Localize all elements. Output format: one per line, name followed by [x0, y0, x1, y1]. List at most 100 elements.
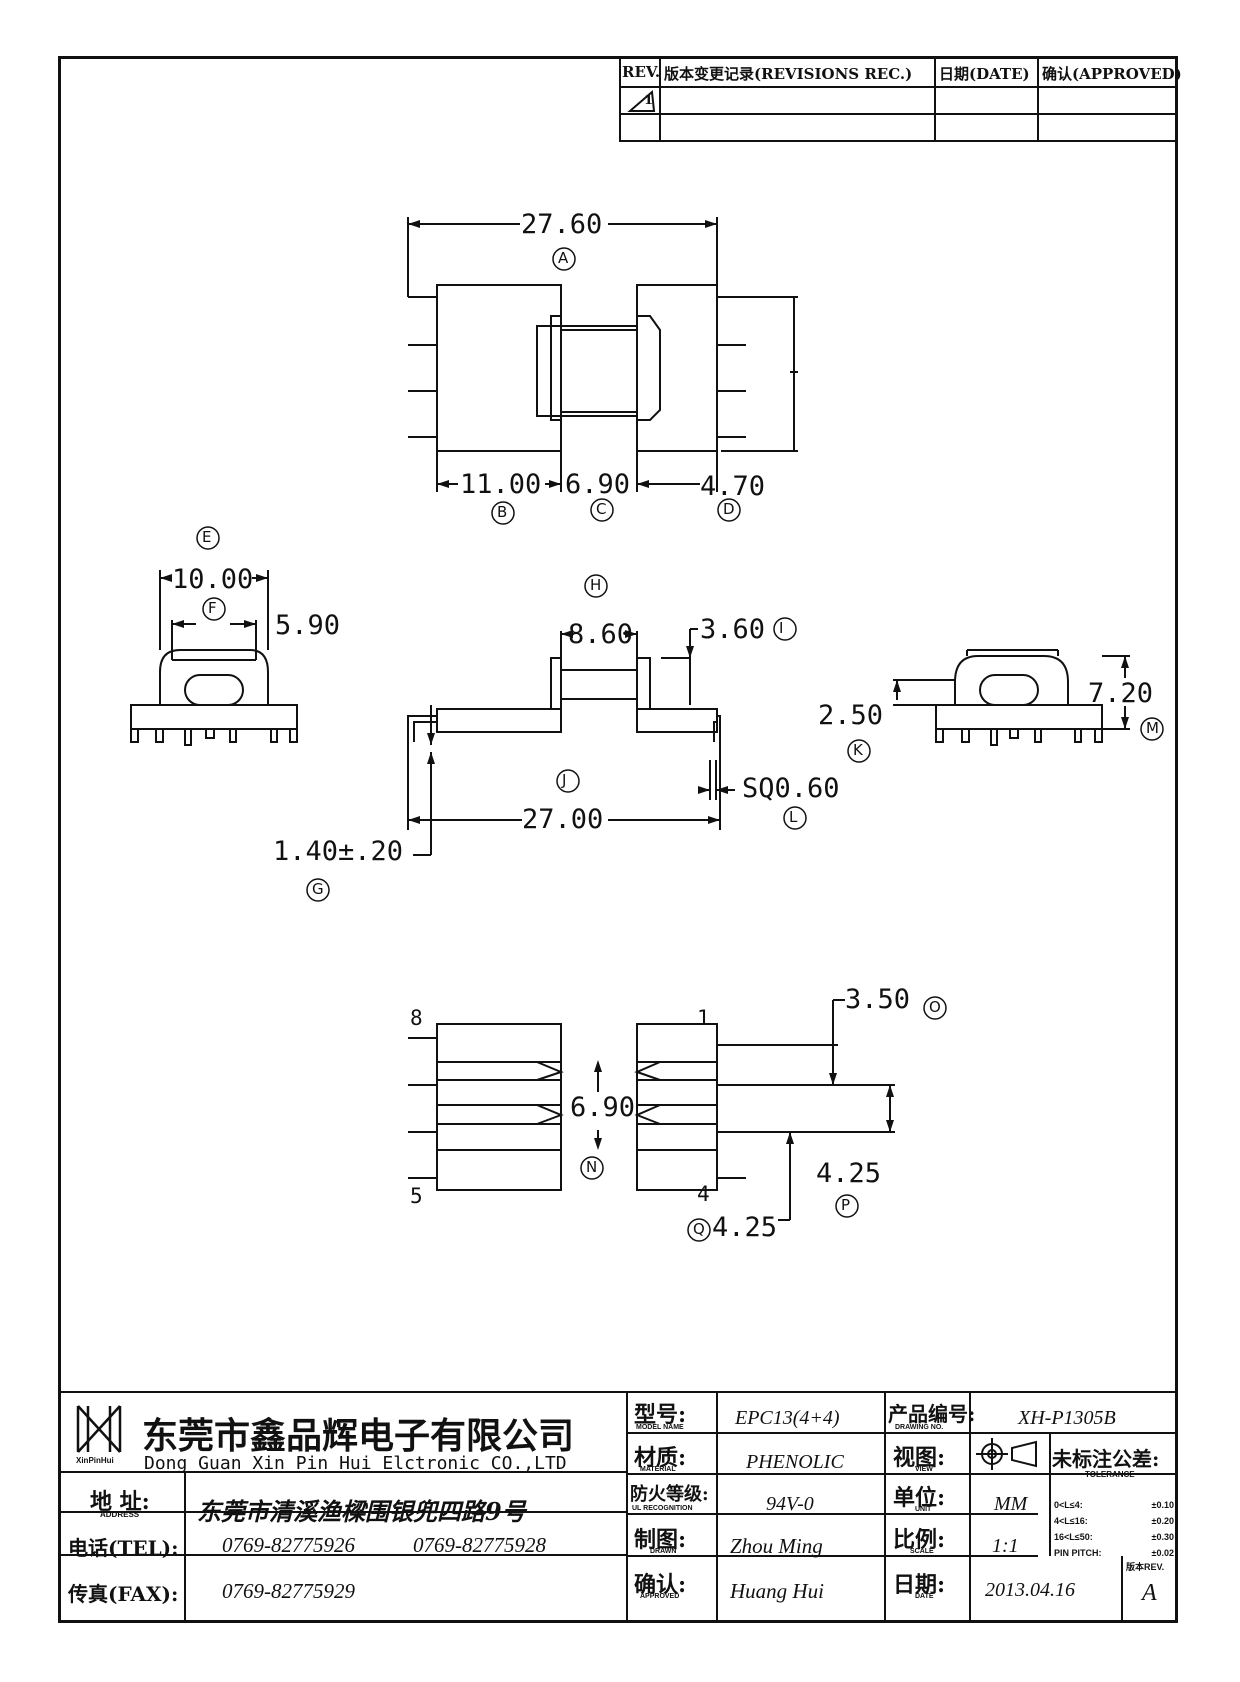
- callout-q: Q: [693, 1220, 705, 1238]
- tolerance-range: 0<L≤4:: [1054, 1500, 1083, 1510]
- unit-label: 单位:: [893, 1485, 946, 1511]
- tolerance-row: 4<L≤16: ±0.20: [1054, 1516, 1174, 1532]
- tolerance-row: PIN PITCH: ±0.02: [1054, 1548, 1174, 1564]
- callout-j: J: [562, 771, 567, 789]
- fax-value: 0769-82775929: [222, 1579, 355, 1603]
- callout-l: L: [789, 808, 798, 826]
- tolerance-value: ±0.20: [1151, 1516, 1174, 1526]
- scale-label-en: SCALE: [910, 1548, 934, 1555]
- approved-value: Huang Hui: [730, 1579, 824, 1603]
- rev-value: A: [1142, 1580, 1157, 1606]
- revision-triangle-icon: [627, 89, 656, 112]
- material-label-en: MATERIAL: [640, 1466, 676, 1473]
- drawn-label-en: DRAWN: [650, 1548, 677, 1555]
- tolerance-range: PIN PITCH:: [1054, 1548, 1102, 1558]
- approved-header: 确认(APPROVED): [1042, 65, 1182, 83]
- company-logo-icon: [76, 1405, 122, 1453]
- drawn-value: Zhou Ming: [730, 1534, 823, 1558]
- scale-label: 比例:: [893, 1527, 946, 1553]
- scale-value: 1:1: [992, 1535, 1019, 1557]
- dim-pitch-q: 4.25: [712, 1212, 778, 1243]
- tolerance-row: 0<L≤4: ±0.10: [1054, 1500, 1174, 1516]
- dim-pin-square: SQ0.60: [742, 773, 840, 804]
- view-label: 视图:: [893, 1445, 946, 1471]
- callout-d: D: [723, 500, 735, 518]
- model-label-en: MODEL NAME: [636, 1424, 684, 1431]
- pin-number-4: 4: [697, 1182, 710, 1206]
- callout-o: O: [929, 998, 941, 1016]
- revision-number: 1: [644, 93, 654, 108]
- fire-rating-label-en: UL RECOGNITION: [632, 1505, 693, 1512]
- model-value: EPC13(4+4): [735, 1407, 840, 1429]
- callout-k: K: [853, 741, 863, 759]
- date-label: 日期:: [893, 1572, 946, 1598]
- drawing-frame: [58, 56, 1178, 1623]
- callout-c: C: [596, 500, 607, 518]
- view-label-en: VIEW: [915, 1466, 933, 1473]
- pin-number-8: 8: [410, 1006, 423, 1030]
- address-value: 东莞市清溪渔樑围银兜四路9号: [197, 1497, 526, 1526]
- callout-n: N: [586, 1158, 598, 1176]
- callout-i: I: [779, 619, 784, 637]
- callout-h: H: [590, 576, 602, 594]
- dim-left-width: 11.00: [460, 469, 542, 500]
- dim-flange-height: 3.60: [700, 614, 766, 645]
- tolerance-value: ±0.30: [1151, 1532, 1174, 1542]
- revisions-header: 版本变更记录(REVISIONS REC.): [664, 65, 913, 83]
- tolerance-range: 4<L≤16:: [1054, 1516, 1088, 1526]
- dim-slot-width: 6.90: [570, 1092, 636, 1123]
- rev-header: REV.: [622, 63, 661, 81]
- drawing-no-label: 产品编号:: [888, 1402, 976, 1426]
- callout-b: B: [497, 503, 508, 521]
- title-block-grid: [58, 1391, 1177, 1620]
- callout-a: A: [558, 249, 569, 267]
- tel-value-1: 0769-82775926: [222, 1533, 355, 1557]
- company-name-en: Dong Guan Xin Pin Hui Elctronic CO.,LTD: [144, 1453, 567, 1474]
- right-side-view: [893, 649, 1130, 746]
- dim-inner-width: 5.90: [275, 610, 341, 641]
- pin-number-5: 5: [410, 1184, 423, 1208]
- tolerance-label: 未标注公差:: [1052, 1447, 1160, 1471]
- fire-rating-value: 94V-0: [766, 1493, 814, 1515]
- dim-pin-length: 1.40±.20: [273, 836, 404, 867]
- fire-rating-label: 防火等级:: [630, 1484, 709, 1505]
- drawing-no-label-en: DRAWING NO.: [895, 1424, 944, 1431]
- dim-flange-gap: 8.60: [568, 619, 634, 650]
- bottom-view: [408, 999, 895, 1221]
- callout-e: E: [202, 528, 212, 546]
- dim-overall-length: 27.60: [521, 209, 603, 240]
- fax-label: 传真(FAX):: [68, 1582, 179, 1606]
- callout-f: F: [208, 599, 217, 617]
- left-side-view: [130, 570, 298, 746]
- tolerance-range: 16<L≤50:: [1054, 1532, 1093, 1542]
- callout-p: P: [841, 1196, 851, 1214]
- top-view: [407, 217, 798, 492]
- tolerance-value: ±0.10: [1151, 1500, 1174, 1510]
- dim-overall-height: 7.20: [1088, 678, 1154, 709]
- material-value: PHENOLIC: [746, 1451, 844, 1473]
- dim-pitch-o: 3.50: [845, 984, 911, 1015]
- date-header: 日期(DATE): [939, 65, 1030, 83]
- drawn-label: 制图:: [634, 1527, 687, 1553]
- approved-label-en: APPROVED: [640, 1593, 680, 1600]
- callout-g: G: [312, 880, 324, 898]
- company-name-cn: 东莞市鑫品辉电子有限公司: [142, 1415, 575, 1457]
- dim-base-height: 2.50: [818, 700, 884, 731]
- address-label-en: ADDRESS: [100, 1510, 140, 1519]
- tolerance-table: 0<L≤4: ±0.10 4<L≤16: ±0.20 16<L≤50: ±0.3…: [1054, 1500, 1174, 1564]
- rev-label: 版本REV.: [1126, 1562, 1165, 1572]
- date-value: 2013.04.16: [985, 1579, 1075, 1601]
- tolerance-label-en: TOLERANCE: [1085, 1470, 1135, 1479]
- dim-pitch-p: 4.25: [816, 1158, 882, 1189]
- logo-text: XinPinHui: [76, 1456, 114, 1465]
- unit-value: MM: [994, 1493, 1028, 1515]
- model-label: 型号:: [634, 1402, 687, 1428]
- dim-outer-width: 10.00: [172, 564, 254, 595]
- callout-circles: [196, 247, 1164, 1242]
- date-label-en: DATE: [915, 1593, 934, 1600]
- tel-value-2: 0769-82775928: [413, 1533, 546, 1557]
- revision-table-grid: [619, 57, 1178, 142]
- drawing-area: [130, 217, 1164, 1242]
- unit-label-en: UNIT: [915, 1506, 932, 1513]
- material-label: 材质:: [634, 1445, 687, 1471]
